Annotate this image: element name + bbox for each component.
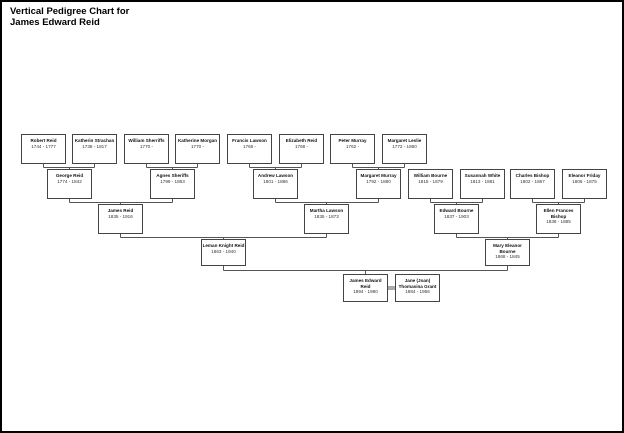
person-name: Andrew Lawson — [257, 173, 294, 178]
person-name: Francis Lawson — [232, 138, 267, 143]
person-name: William Bourne — [413, 173, 448, 178]
person-name: George Reid — [55, 173, 84, 178]
person-name: Robert Reid — [30, 138, 57, 143]
person-dates: 1762 - — [345, 143, 360, 149]
person-name: Katherin Strachan — [74, 138, 115, 143]
person-name: Jane (Joan) Thomasina Grant — [398, 278, 437, 289]
person-name: Martha Lawson — [309, 208, 344, 213]
person-name: Margaret Leslie — [387, 138, 422, 143]
person-name: Susannah White — [464, 173, 501, 178]
person-name: Leman Knight Reid — [202, 243, 245, 248]
person-dates: 1802 - 1867 — [520, 178, 545, 184]
person-name: William Sherriffs — [128, 138, 165, 143]
person-dates: 1815 - 1879 — [418, 178, 443, 184]
person-dates: 1837 - 1903 — [444, 213, 469, 219]
person-dates: 1744 - 1777 — [31, 143, 56, 149]
chart-title: Vertical Pedigree Chart for James Edward… — [10, 6, 260, 28]
person-name: Elizabeth Reid — [285, 138, 318, 143]
person-dates: 1801 - 1886 — [263, 178, 288, 184]
person-name: Mary Eleanor Bourne — [493, 243, 522, 254]
person-dates: 1868 - 1845 — [495, 254, 520, 260]
person-dates: 1813 - 1881 — [470, 178, 495, 184]
person-dates: 1766 - — [242, 143, 257, 149]
person-name: Charles Bishop — [515, 173, 550, 178]
person-dates: 1806 - 1875 — [572, 178, 597, 184]
person-dates: 1863 - 1940 — [211, 248, 236, 254]
chart-title-line-1: Vertical Pedigree Chart for — [10, 6, 130, 17]
person-name: James Reid — [107, 208, 134, 213]
person-dates: 1835 - 1873 — [314, 213, 339, 219]
person-dates: 1768 - — [294, 143, 309, 149]
person-dates: 1799 - 1863 — [160, 178, 185, 184]
person-dates: 1792 - 1880 — [366, 178, 391, 184]
person-dates: 1835 - 1916 — [108, 213, 133, 219]
person-name: Katherine Morgan — [177, 138, 218, 143]
person-dates: 1838 - 1885 — [546, 219, 571, 225]
person-name: Eleanor Friday — [568, 173, 601, 178]
person-name: Agnes Sheriffs — [156, 173, 189, 178]
person-dates: 1770 - — [190, 143, 205, 149]
person-dates: 1770 - — [139, 143, 154, 149]
person-dates: 1884 - 1956 — [405, 289, 430, 295]
person-dates: 1894 - 1980 — [353, 289, 378, 295]
person-name: Peter Murray — [338, 138, 367, 143]
person-name: Ellen Frances Bishop — [543, 208, 574, 219]
person-name: Margaret Murray — [360, 173, 397, 178]
person-name: James Edward Reid — [349, 278, 382, 289]
person-dates: 1774 - 1842 — [57, 178, 82, 184]
person-dates: 1738 - 1817 — [82, 143, 107, 149]
person-name: Edward Bourne — [439, 208, 474, 213]
chart-title-line-2: James Edward Reid — [10, 17, 100, 28]
person-dates: 1772 - 1860 — [392, 143, 417, 149]
